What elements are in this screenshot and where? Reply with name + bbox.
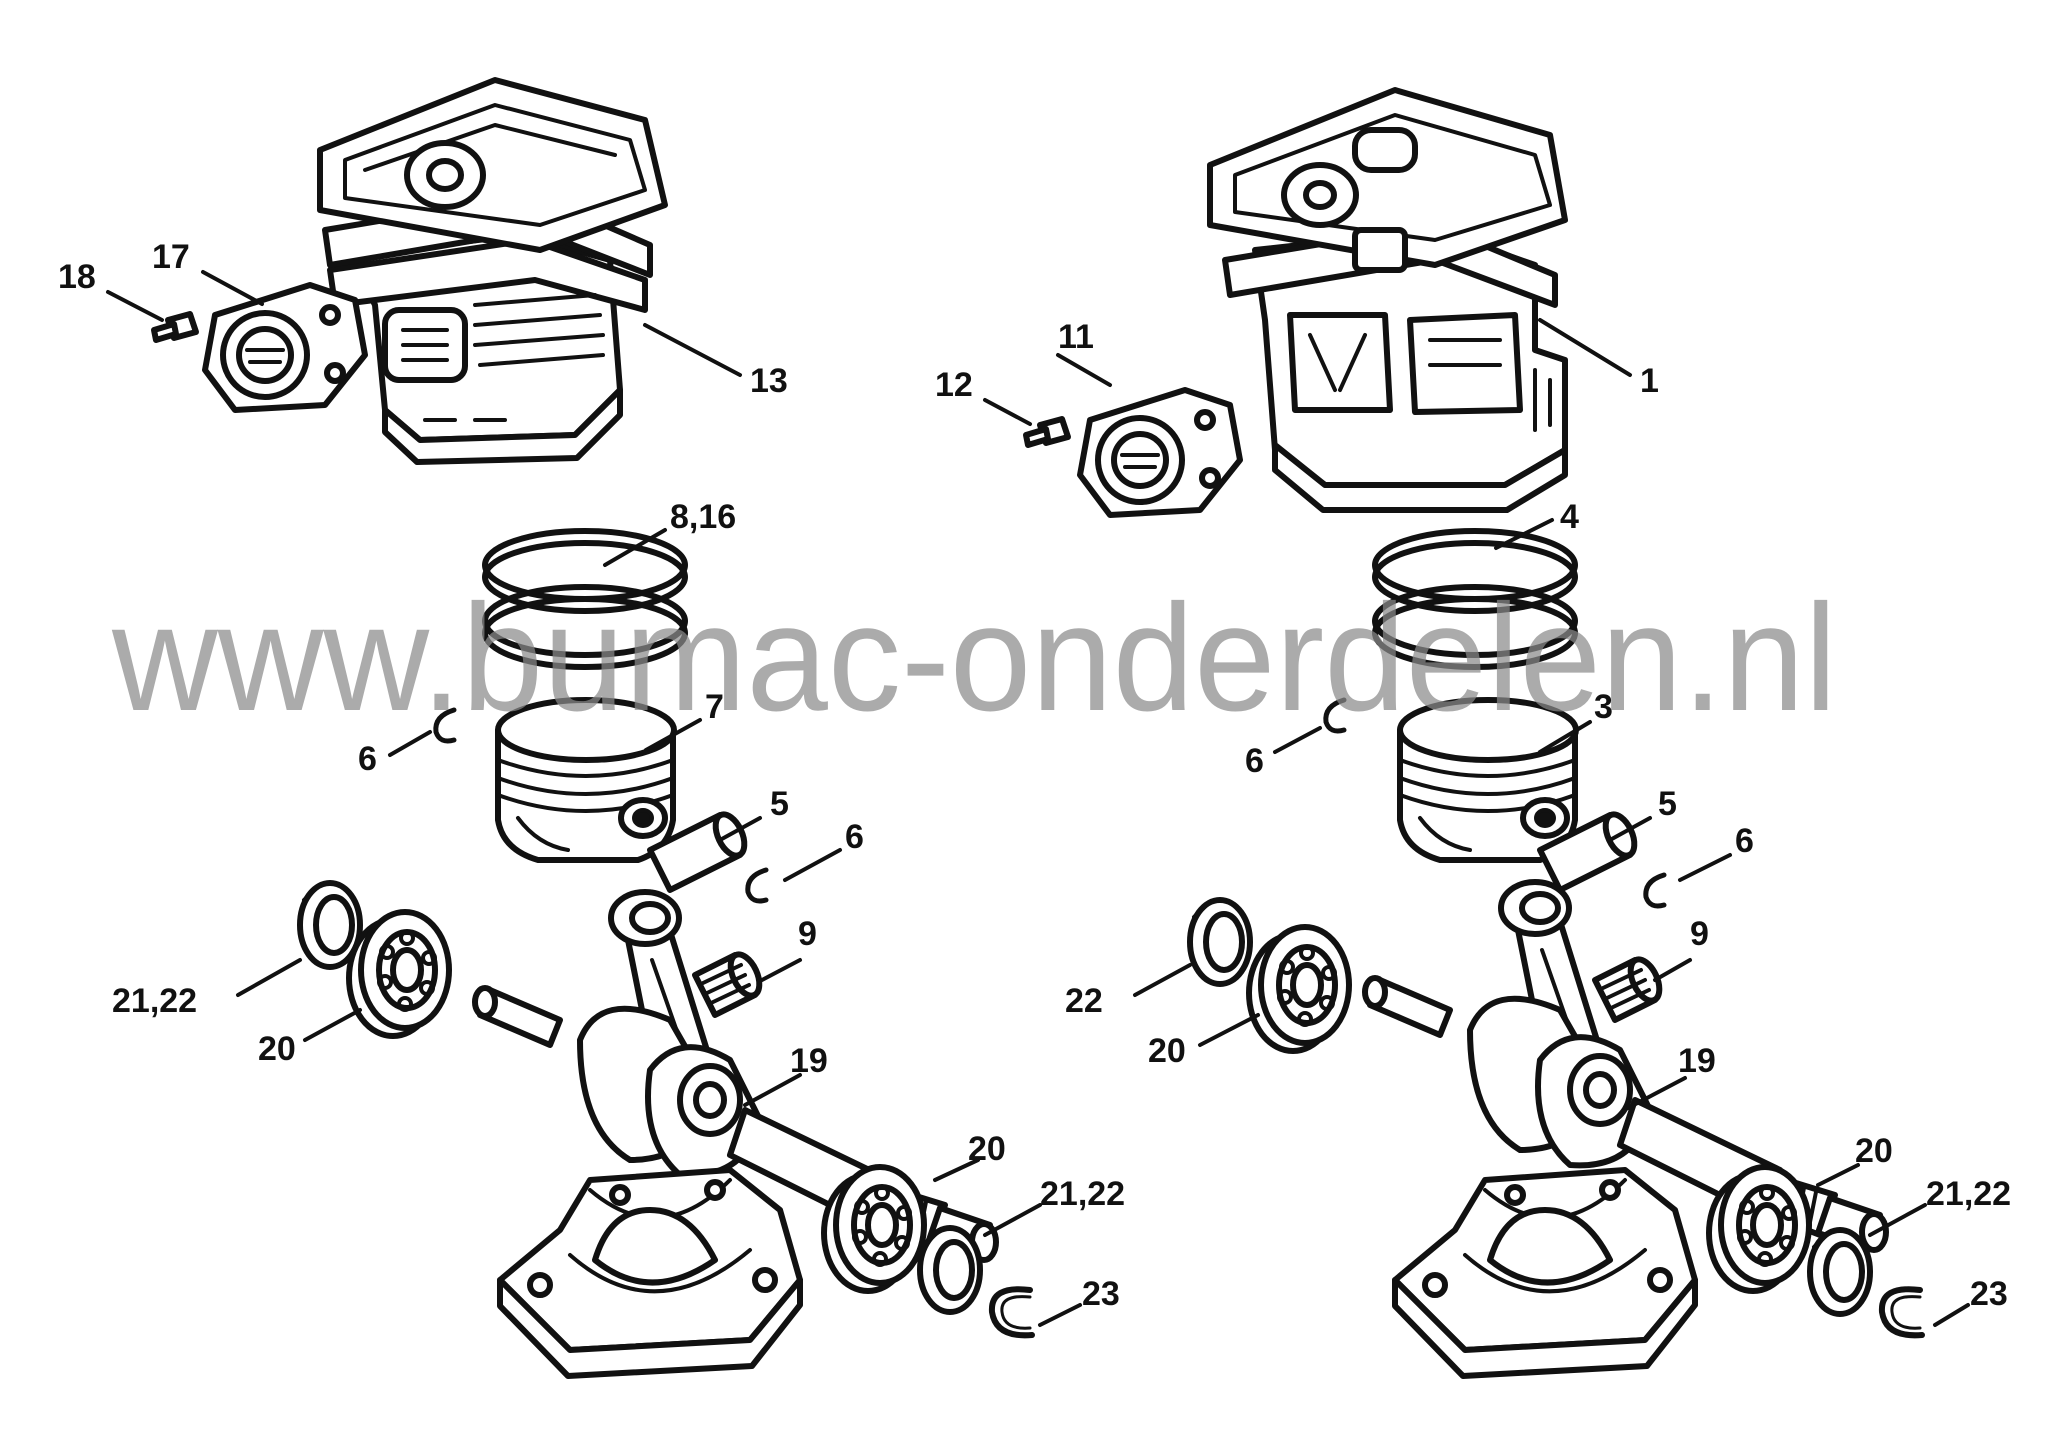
- leader: [1198, 1013, 1260, 1047]
- right-seal-right-icon: [1810, 1230, 1870, 1314]
- leader: [1816, 1163, 1860, 1187]
- leader: [1626, 1076, 1687, 1110]
- right-retaining-ring-icon: [1882, 1289, 1922, 1335]
- right-cylinder-icon: [1210, 90, 1565, 510]
- right-bearing-right-icon: [1709, 1167, 1809, 1291]
- leader: [644, 718, 702, 752]
- right-seal-icon: [1190, 900, 1250, 984]
- callout-seal: 21,22: [1040, 1175, 1125, 1213]
- leader: [1494, 518, 1554, 550]
- left-retaining-ring-icon: [992, 1289, 1032, 1335]
- right-bearing-icon: [1249, 927, 1349, 1051]
- callout-seal: 21,22: [112, 982, 197, 1020]
- callout-piston-rings: 8,16: [670, 498, 736, 536]
- callout-needle-cage: 9: [798, 915, 817, 953]
- right-circlip-right-icon: [1646, 875, 1664, 906]
- callout-circlip: 6: [358, 740, 377, 778]
- callout-bearing: 20: [258, 1030, 296, 1068]
- right-screw-icon: [1026, 419, 1068, 445]
- leader: [1538, 318, 1632, 377]
- right-assembly: 12 11 1 4 3 6 5 6 9 22 20 19 20 21,22 23: [935, 90, 2011, 1376]
- callout-piston-pin: 5: [770, 785, 789, 823]
- callout-piston: 7: [705, 688, 724, 726]
- callout-cylinder: 13: [750, 362, 788, 400]
- callout-retaining-ring: 23: [1082, 1275, 1120, 1313]
- leader: [236, 958, 302, 997]
- leader: [1133, 963, 1192, 997]
- callout-seal: 22: [1065, 982, 1103, 1020]
- left-seal-right-icon: [920, 1228, 980, 1312]
- leader: [1933, 1303, 1970, 1327]
- left-cylinder-icon: [320, 80, 665, 462]
- leader: [303, 1008, 362, 1042]
- left-bearing-right-icon: [824, 1167, 924, 1291]
- watermark-text: www.bumac-onderdelen.nl: [111, 573, 1837, 743]
- callout-cylinder: 1: [1640, 362, 1659, 400]
- callout-piston-pin: 5: [1658, 785, 1677, 823]
- right-crankcase-icon: [1395, 1170, 1695, 1376]
- leader: [1678, 853, 1732, 882]
- leader: [933, 1158, 980, 1182]
- leader: [1653, 958, 1692, 982]
- leader: [1038, 1303, 1082, 1327]
- leader: [388, 730, 432, 757]
- callout-circlip: 6: [1245, 742, 1264, 780]
- callout-crankshaft: 19: [790, 1042, 828, 1080]
- leader: [983, 1203, 1042, 1237]
- callout-circlip: 6: [845, 818, 864, 856]
- leader: [983, 398, 1032, 426]
- leader: [1273, 726, 1322, 754]
- left-intake-manifold-icon: [205, 285, 365, 410]
- callout-intake-manifold: 17: [152, 238, 190, 276]
- leader: [1056, 353, 1112, 387]
- left-assembly: 18 17 13 8,16 7 6 5 6 9 21,22 20 19 20 2…: [58, 80, 1125, 1376]
- callout-crankshaft: 19: [1678, 1042, 1716, 1080]
- callout-bearing: 20: [1855, 1132, 1893, 1170]
- leader: [743, 1073, 802, 1107]
- left-needle-cage-icon: [695, 950, 765, 1015]
- right-intake-manifold-icon: [1080, 390, 1240, 515]
- callout-bearing: 20: [1148, 1032, 1186, 1070]
- right-needle-cage-icon: [1595, 955, 1665, 1020]
- callout-intake-manifold: 11: [1058, 318, 1094, 356]
- callout-seal: 21,22: [1926, 1175, 2011, 1213]
- callout-piston-rings: 4: [1560, 498, 1579, 536]
- callout-bearing: 20: [968, 1130, 1006, 1168]
- leader: [603, 528, 667, 567]
- callout-retaining-ring: 23: [1970, 1275, 2008, 1313]
- leader: [760, 958, 802, 982]
- leader: [1608, 816, 1652, 842]
- callout-piston: 3: [1594, 688, 1613, 726]
- left-bearing-icon: [349, 912, 449, 1036]
- left-circlip-right-icon: [748, 870, 766, 901]
- callout-circlip: 6: [1735, 822, 1754, 860]
- leader: [643, 323, 742, 377]
- leader: [201, 270, 264, 306]
- callout-needle-cage: 9: [1690, 915, 1709, 953]
- leader: [783, 848, 842, 882]
- callout-screw: 18: [58, 258, 96, 296]
- leader: [1868, 1203, 1927, 1237]
- leader: [1538, 720, 1592, 754]
- leader: [106, 290, 164, 322]
- left-crankcase-icon: [500, 1170, 800, 1376]
- callout-screw: 12: [935, 366, 973, 404]
- leader: [718, 816, 762, 842]
